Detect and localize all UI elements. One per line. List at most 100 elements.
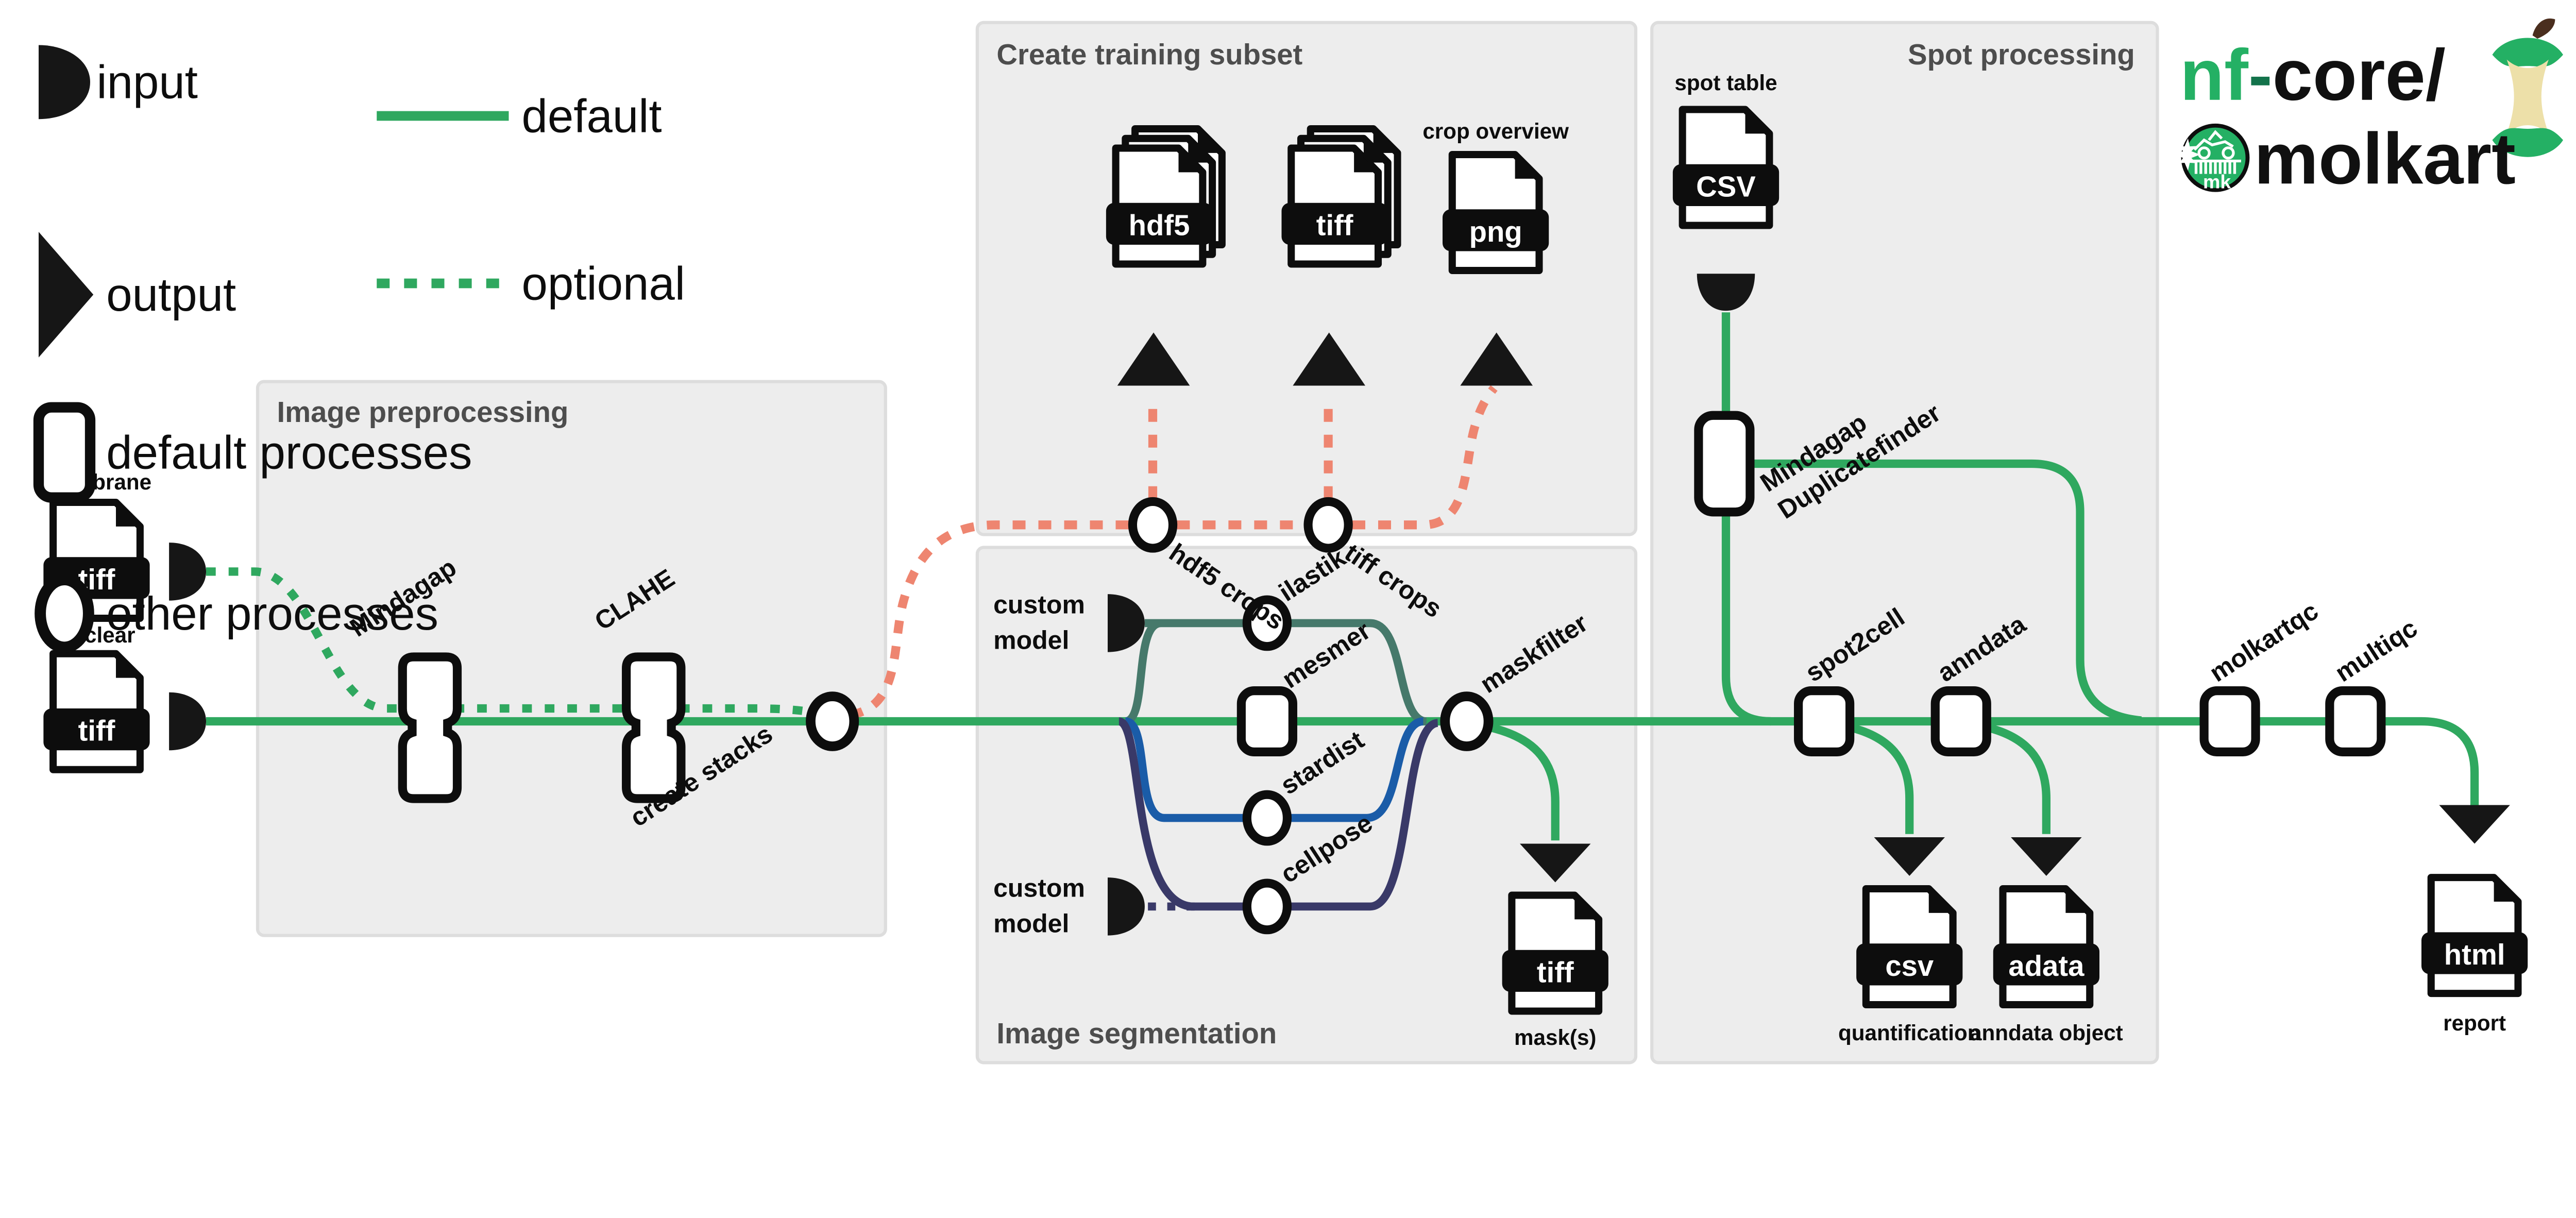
legend-other-process-icon <box>35 574 94 653</box>
node-mindagap <box>398 652 462 803</box>
input-icon-custom-model-bottom <box>1108 877 1145 936</box>
edge-anndata-to-adata <box>1981 722 2050 834</box>
mk-badge-text: mk <box>2203 171 2231 193</box>
node-molkartqc <box>2199 686 2260 756</box>
label-custom-model-bottom: custom model <box>993 874 1092 938</box>
caption-report: report <box>2443 1011 2506 1035</box>
label-custom-top-line2: model <box>993 625 1069 654</box>
input-icon-spot-table <box>1697 274 1755 311</box>
file-label: CSV <box>1696 170 1756 202</box>
legend-default-processes-label: default processes <box>106 427 472 479</box>
file-spot-table-csv: CSV <box>1672 106 1780 229</box>
file-tiff-stack: tiff <box>1281 125 1401 268</box>
caption-mask: mask(s) <box>1514 1025 1596 1050</box>
caption-quantification: quantification <box>1838 1021 1980 1045</box>
file-label: csv <box>1885 950 1934 982</box>
logo-wordmark-line2: molkart <box>2254 118 2516 199</box>
edge-duplicatefinder-right-branch <box>1750 459 2142 725</box>
file-quantification-csv: csv <box>1856 885 1963 1009</box>
box-title-segmentation: Image segmentation <box>996 1017 1277 1050</box>
output-icon-tiff-crops <box>1293 332 1365 386</box>
file-label: hdf5 <box>1129 209 1190 241</box>
file-png: png <box>1443 150 1549 275</box>
node-create-stacks <box>806 691 859 751</box>
node-clahe <box>622 652 686 803</box>
file-label: tiff <box>1316 209 1353 241</box>
legend-input-label: input <box>97 57 198 109</box>
box-create-training-subset <box>975 21 1638 536</box>
edge-create-stacks-to-crops <box>849 385 1498 719</box>
node-ilastik <box>1242 595 1292 651</box>
input-icon-membrane <box>169 543 206 601</box>
node-duplicatefinder <box>1694 411 1755 517</box>
caption-spot-table: spot table <box>1674 71 1777 95</box>
box-title-training: Create training subset <box>996 38 1302 71</box>
box-title-spot: Spot processing <box>1908 38 2135 71</box>
output-icon-png <box>1460 332 1533 386</box>
caption-anndata-object: anndata object <box>1970 1021 2123 1045</box>
input-icon-nuclear <box>169 692 206 751</box>
output-icon-quantification <box>1874 837 1945 876</box>
output-icon-hdf5 <box>1117 332 1190 386</box>
node-maskfilter <box>1440 691 1494 751</box>
label-molkartqc: molkartqc <box>2205 596 2324 687</box>
legend-optional-line-label: optional <box>522 258 685 310</box>
apple-core-icon <box>2492 18 2563 157</box>
node-hdf5-crops <box>1128 497 1178 553</box>
label-custom-bottom-line2: model <box>993 909 1069 938</box>
output-icon-anndata-object <box>2011 837 2082 876</box>
label-custom-model-top: custom model <box>993 590 1092 655</box>
edge-ilastik-path <box>1124 619 1428 725</box>
logo-dash: - <box>2248 35 2273 115</box>
node-anndata <box>1930 686 1991 756</box>
label-custom-top-line1: custom <box>993 590 1085 619</box>
output-icon-report <box>2439 805 2510 844</box>
edge-maskfilter-to-mask <box>1483 722 1560 841</box>
node-cellpose <box>1242 878 1292 935</box>
file-label: tiff <box>78 715 115 747</box>
edge-stardist-path <box>1124 717 1424 822</box>
edge-cellpose-path <box>1117 717 1439 911</box>
edges <box>206 312 2479 911</box>
file-label: html <box>2444 938 2505 971</box>
file-label: adata <box>2008 950 2084 982</box>
node-spot2cell <box>1794 686 1855 756</box>
file-mask-tiff: tiff <box>1502 891 1608 1015</box>
edge-main <box>206 717 2479 805</box>
logo-core: core/ <box>2273 35 2446 115</box>
node-stardist <box>1242 790 1292 846</box>
pipeline-diagram: Image preprocessing Create training subs… <box>33 18 2563 1064</box>
legend: input output default processes other pro… <box>33 45 685 653</box>
legend-input-icon <box>39 45 90 120</box>
process-nodes <box>398 411 2386 935</box>
file-adata: adata <box>1993 885 2099 1009</box>
box-spot-processing <box>1650 21 2159 1064</box>
node-tiff-crops <box>1303 497 1353 553</box>
file-hdf5-stack: hdf5 <box>1106 125 1226 268</box>
legend-default-process-icon <box>33 402 96 503</box>
legend-default-line-label: default <box>522 90 662 142</box>
caption-crop-overview: crop overview <box>1422 119 1569 143</box>
file-label: png <box>1469 215 1522 248</box>
input-icon-custom-model-top <box>1108 594 1145 652</box>
box-title-preprocessing: Image preprocessing <box>277 396 569 428</box>
legend-output-icon <box>39 232 94 358</box>
file-icons: tiff tiff hdf5 tiff <box>43 106 2528 1015</box>
file-nuclear-tiff: tiff <box>43 650 150 773</box>
legend-output-label: output <box>106 269 236 321</box>
label-custom-bottom-line1: custom <box>993 874 1085 903</box>
logo-wordmark-line1: nf-core/ <box>2180 35 2446 115</box>
edge-spot-table-down <box>1721 312 1771 726</box>
legend-other-processes-label: other processes <box>106 588 438 640</box>
logo-nf-core-molkart: nf-core/ mk molkart <box>2176 18 2563 199</box>
label-multiqc: multiqc <box>2330 613 2422 687</box>
io-markers <box>169 274 2510 936</box>
edge-spot2cell-to-quant <box>1844 722 1914 834</box>
file-label: tiff <box>1537 956 1574 988</box>
node-multiqc <box>2325 686 2386 756</box>
logo-nf: nf <box>2180 35 2249 115</box>
output-icon-mask <box>1520 843 1591 883</box>
node-mesmer <box>1236 686 1297 756</box>
file-html-report: html <box>2421 874 2528 997</box>
mk-badge-icon: mk <box>2176 123 2250 193</box>
